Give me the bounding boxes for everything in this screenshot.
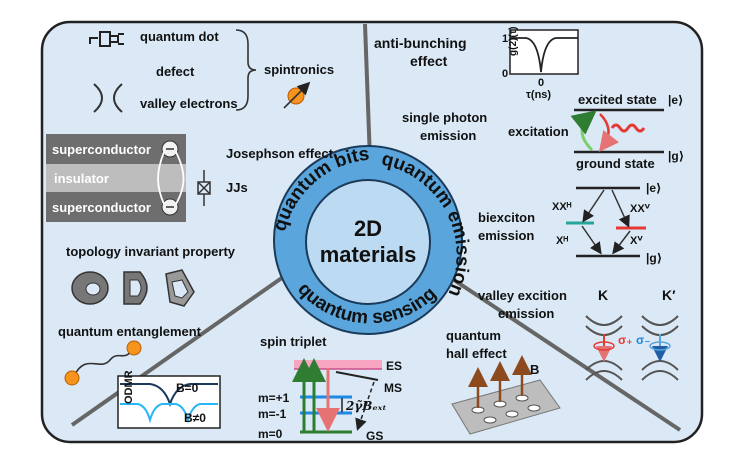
mug-shape-icon	[123, 271, 148, 305]
label-biexciton-1: biexciton	[478, 210, 535, 225]
label-ms: MS	[384, 381, 402, 395]
divider-left	[70, 266, 298, 427]
label-ground-state: ground state	[576, 156, 655, 171]
label-kprime: K′	[662, 287, 676, 303]
sigma-minus-loop	[649, 341, 671, 351]
g2-ytick-0: 0	[502, 68, 508, 80]
biexciton-ket-g: |g⟩	[646, 251, 662, 265]
brace-icon	[235, 29, 257, 111]
label-xxh: XXᴴ	[552, 201, 572, 213]
emission-arrow	[598, 113, 620, 152]
label-antibunching-1: anti-bunching	[374, 35, 467, 51]
label-gs: GS	[366, 429, 383, 443]
label-xh: Xᴴ	[556, 235, 568, 247]
label-excited-state: excited state	[578, 92, 657, 107]
label-topology: topology invariant property	[66, 244, 236, 259]
ring-shape-icon	[165, 269, 195, 307]
label-m-zero: m=0	[258, 427, 283, 441]
biexciton-arrows	[581, 189, 631, 255]
g2-ylabel: g(2)(τ)	[508, 27, 519, 56]
torus-icon	[71, 271, 109, 305]
sigma-plus-loop	[593, 341, 615, 351]
label-sigma-plus: σ₊	[618, 333, 633, 347]
label-single-photon-1: single photon	[402, 110, 487, 125]
hall-sheet-icon	[451, 379, 561, 435]
label-quantum-hall-1: quantum	[446, 328, 501, 343]
divider-right	[434, 266, 682, 432]
center-title-2d: 2D	[354, 216, 382, 241]
label-superconductor-top: superconductor	[52, 142, 151, 157]
quantum-dot-icon	[89, 31, 124, 47]
odmr-label-b0: B=0	[176, 381, 199, 395]
spin-triplet-diagram	[292, 358, 382, 434]
biexciton-ket-e: |e⟩	[646, 181, 662, 195]
g2-ytick-1: 1	[502, 33, 508, 45]
spin-ball-icon	[283, 81, 311, 109]
label-xxv: XXⱽ	[630, 203, 651, 215]
label-b-field: B	[530, 362, 539, 377]
g2-xlabel: τ(ns)	[526, 89, 551, 101]
label-m-plus: m=+1	[258, 391, 290, 405]
label-quantum-entanglement: quantum entanglement	[58, 324, 202, 339]
label-insulator: insulator	[54, 171, 109, 186]
excitation-arrow	[570, 110, 597, 152]
entanglement-icon	[64, 340, 142, 386]
label-defect: defect	[156, 64, 195, 79]
odmr-label-bnot0: B≠0	[184, 411, 206, 425]
divider-top	[363, 23, 372, 161]
label-biexciton-2: emission	[478, 228, 534, 243]
g2-plot	[509, 29, 579, 75]
label-antibunching-2: effect	[410, 53, 448, 69]
g2-xtick-0: 0	[538, 77, 544, 89]
photon-wave-icon	[610, 123, 646, 133]
label-valley-exciton-2: emission	[498, 306, 554, 321]
label-valley-electrons: valley electrons	[140, 96, 238, 111]
label-spintronics: spintronics	[264, 62, 334, 77]
odmr-ylabel: ODMR	[123, 370, 135, 404]
label-sigma-minus: σ₋	[636, 333, 651, 347]
label-splitting: 2γ̃Bₑₓₜ	[345, 399, 387, 413]
magnetic-field-arrows	[468, 355, 532, 408]
label-quantum-hall-2: hall effect	[446, 346, 507, 361]
label-ket-g-1: |g⟩	[668, 149, 684, 163]
label-spin-triplet: spin triplet	[260, 334, 327, 349]
label-superconductor-bottom: superconductor	[52, 200, 151, 215]
valley-electrons-icon	[93, 83, 123, 113]
label-valley-exciton-1: valley excition	[478, 288, 567, 303]
label-m-minus: m=-1	[258, 407, 287, 421]
label-es: ES	[386, 359, 402, 373]
center-title-materials: materials	[320, 242, 417, 267]
odmr-curve-bnot0	[120, 403, 218, 424]
label-k: K	[598, 287, 608, 303]
center-disk	[305, 179, 431, 305]
label-xv: Xⱽ	[630, 235, 643, 247]
label-ket-e-1: |e⟩	[668, 93, 684, 107]
jj-symbol-icon	[197, 170, 211, 206]
label-excitation: excitation	[508, 124, 569, 139]
label-quantum-dot: quantum dot	[140, 29, 219, 44]
label-single-photon-2: emission	[420, 128, 476, 143]
label-josephson-effect: Josephson effect	[226, 146, 334, 161]
label-jjs: JJs	[226, 180, 248, 195]
josephson-stack	[46, 134, 186, 222]
